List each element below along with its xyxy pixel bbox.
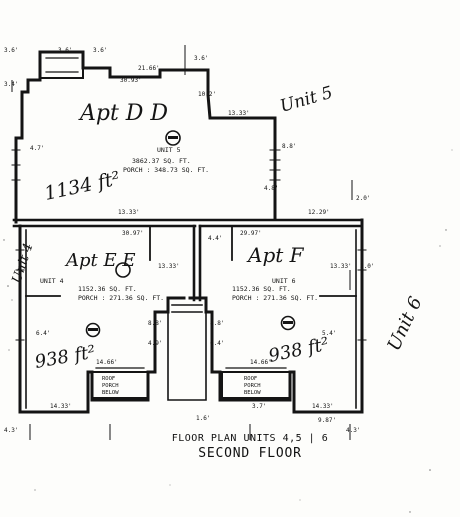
- dim-label: 12.29': [308, 209, 330, 216]
- dim-label: 4.7': [30, 145, 44, 152]
- hand-apt-f: Apt F: [246, 243, 305, 267]
- hand-unit5: Unit 5: [278, 83, 335, 117]
- walls: [11, 50, 367, 414]
- unit6-meter-icon: [280, 315, 296, 331]
- hand-unit4: Unit 4: [10, 241, 37, 285]
- caption-line-2: SECOND FLOOR: [198, 446, 302, 461]
- dim-label: 14.33': [312, 403, 334, 410]
- meter-symbols: [85, 130, 296, 338]
- dim-label: 13.33': [118, 209, 140, 216]
- dim-label: 3.6': [58, 47, 72, 54]
- unit5-label: UNIT 5: [157, 146, 181, 154]
- unit4-label: UNIT 4: [40, 277, 64, 285]
- dim-label: 29.97': [240, 230, 262, 237]
- unit6-area: 1152.36 SQ. FT.: [232, 285, 291, 293]
- caption-line-1: FLOOR PLAN UNITS 4,5 | 6: [171, 433, 329, 444]
- dim-label: 4.9': [148, 340, 162, 347]
- dim-label: 8.8': [148, 320, 162, 327]
- dim-label: 13.33': [330, 263, 352, 270]
- dim-label: 4.4': [208, 235, 222, 242]
- dim-label: 3.6': [4, 47, 18, 54]
- dim-label: 21.66': [138, 65, 160, 72]
- dim-label: 2.0': [356, 195, 370, 202]
- dim-label: 14.33': [50, 403, 72, 410]
- dim-label: 4.3': [4, 427, 18, 434]
- dim-label: 3.6': [194, 55, 208, 62]
- hand-apt-d: Apt D D: [78, 101, 168, 126]
- unit5-area: 3862.37 SQ. FT.: [132, 157, 191, 165]
- dim-label: 10.2': [198, 91, 216, 98]
- unit6-label: UNIT 6: [272, 277, 296, 285]
- unit4-circled-mark-icon: [115, 262, 131, 278]
- porch4-line1: ROOF: [102, 376, 115, 382]
- dim-label: 13.33': [228, 110, 250, 117]
- unit4-porch-box: [91, 371, 149, 399]
- dim-label: 6.4': [210, 340, 224, 347]
- unit6-porch: PORCH : 271.36 SQ. FT.: [232, 294, 318, 302]
- dim-label: 3.7': [252, 403, 266, 410]
- dim-label: 14.66': [250, 359, 272, 366]
- center-party-wall: [192, 224, 202, 302]
- dim-label: 1.6': [196, 415, 210, 422]
- dim-label: 9.87': [318, 417, 336, 424]
- dim-label: 30.97': [122, 230, 144, 237]
- dim-label: 14.66': [96, 359, 118, 366]
- unit5-porch: PORCH : 348.73 SQ. FT.: [123, 166, 209, 174]
- hand-area-d: 1134 ft²: [42, 167, 122, 204]
- hand-apt-e: Apt E E: [64, 250, 135, 271]
- unit4-meter-icon: [85, 322, 101, 338]
- hand-area-f: 938 ft²: [267, 334, 331, 367]
- dim-label: 4.3': [346, 427, 360, 434]
- hand-unit6: Unit 6: [383, 294, 426, 354]
- dim-label: 30.93': [120, 77, 142, 84]
- porch6-line2: PORCH: [244, 383, 261, 389]
- handwritten-notes: Apt D D Unit 5 1134 ft² Apt E E Unit 4 9…: [10, 83, 427, 373]
- scan-noise: [3, 149, 453, 513]
- dim-label: 4.8': [264, 185, 278, 192]
- dimension-labels: 3.6' 3.6' 3.6' 30.93' 21.66' 3.6' 3.4' 4…: [4, 47, 374, 434]
- porch6-line3: BELOW: [244, 390, 261, 396]
- dim-label: 13.33': [158, 263, 180, 270]
- porch4-line3: BELOW: [102, 390, 119, 396]
- porch6-line1: ROOF: [244, 376, 257, 382]
- unit5-meter-icon: [165, 130, 181, 146]
- porch4-line2: PORCH: [102, 383, 119, 389]
- dim-label: 5.4': [322, 330, 336, 337]
- floor-divider-wall: [12, 218, 364, 228]
- hand-area-e: 938 ft²: [33, 342, 97, 373]
- dim-label: 6.4': [36, 330, 50, 337]
- dimension-ticks: [11, 45, 353, 440]
- dim-label: 8.8': [282, 143, 296, 150]
- unit4-area: 1152.36 SQ. FT.: [78, 285, 137, 293]
- dim-label: 2.0': [360, 263, 374, 270]
- unit5-porch-box: [39, 51, 84, 79]
- stair-block: [167, 299, 207, 401]
- unit6-porch-box: [221, 371, 291, 399]
- dim-label: 3.6': [93, 47, 107, 54]
- dim-label: 8.8': [210, 320, 224, 327]
- dim-label: 3.4': [4, 81, 18, 88]
- unit-labels: UNIT 5 3862.37 SQ. FT. PORCH : 348.73 SQ…: [40, 146, 318, 396]
- unit4-porch: PORCH : 271.36 SQ. FT.: [78, 294, 164, 302]
